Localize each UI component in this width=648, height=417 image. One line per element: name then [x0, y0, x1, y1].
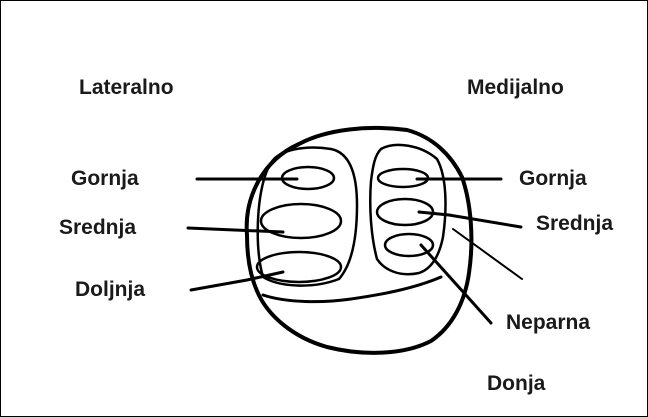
leader-right-lower	[453, 229, 522, 279]
lateral-lower-oval	[257, 252, 341, 282]
label-left-lower: Doljnja	[75, 279, 145, 300]
label-left-upper: Gornja	[71, 168, 139, 189]
label-left-middle: Srednja	[59, 217, 136, 238]
label-right-middle: Srednja	[536, 213, 613, 234]
lateral-heading: Lateralno	[79, 77, 174, 98]
medial-heading: Medijalno	[467, 77, 564, 98]
leader-left-middle	[188, 228, 283, 232]
label-right-upper: Gornja	[519, 168, 587, 189]
medial-unpaired-oval	[385, 234, 433, 256]
label-right-lower: Donja	[487, 373, 545, 394]
label-right-unpaired: Neparna	[506, 312, 590, 333]
